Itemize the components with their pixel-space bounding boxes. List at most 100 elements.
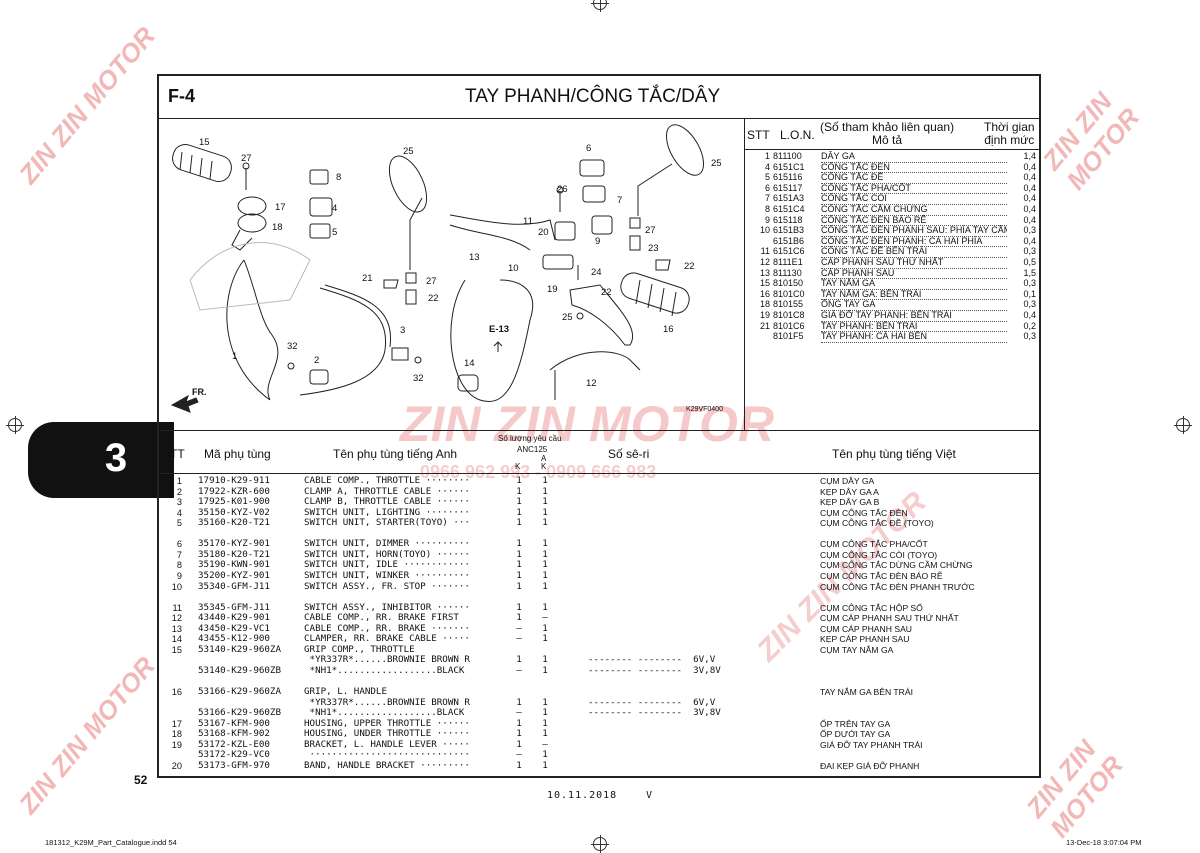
part-stt: 6 [176,539,182,550]
part-qty-k2: 1 [542,548,548,560]
part-number: 35340-GFM-J11 [198,580,270,592]
lon-code: 811130 [773,267,802,278]
part-qty-k2: 1 [542,517,548,529]
parts-header-divider [158,473,1040,474]
callout-31: 32 [287,341,298,352]
part-serial: -------- -------- 3V,8V [588,664,721,676]
lon-time: 0,4 [1023,182,1036,193]
parts-header-qty: Số lượng yêu cầu [498,434,562,443]
lon-code: 810150 [773,278,804,289]
callout-8: 8 [336,172,342,183]
fr-direction-label: FR. [192,387,207,397]
chapter-tab [28,422,174,498]
parts-header-serial: Số sê-ri [608,447,650,461]
part-name-en: CABLE COMP., RR. BRAKE FIRST [304,612,459,624]
lon-code: 8101C0 [773,288,805,299]
part-qty-k2: 1 [542,749,548,761]
part-number: 53140-K29-960ZA [198,643,281,655]
part-qty-k1: 1 [516,548,522,560]
part-name-en: SWITCH UNIT, STARTER(TOYO) ··· [304,517,470,529]
part-name-en: BRACKET, L. HANDLE LEVER ····· [304,738,470,750]
page-number: 52 [134,773,148,787]
part-qty-k2: 1 [542,654,548,666]
part-number: 53168-KFM-902 [198,728,270,740]
callout-18: 18 [272,222,283,233]
callout-1: 1 [232,351,238,362]
lon-stt: 10 [759,225,770,236]
part-name-en: *YR337R*......BROWNIE BROWN R [304,654,470,666]
part-qty-k2: 1 [542,622,548,634]
part-qty-k1: 1 [516,569,522,581]
lon-desc: TAY NẮM GA [821,278,1007,290]
part-stt: 15 [171,644,182,655]
callout-9: 9 [595,236,601,247]
part-name-en: BAND, HANDLE BRACKET ········· [304,759,470,771]
part-number: 53140-K29-960ZB [198,664,281,676]
callout-13: 13 [469,252,480,263]
part-name-en: CABLE COMP., RR. BRAKE ······· [304,622,470,634]
part-name-en: SWITCH UNIT, WINKER ·········· [304,569,470,581]
part-name-en: *NH1*..................BLACK [304,707,465,719]
part-name-en: CLAMP A, THROTTLE CABLE ······ [304,485,470,497]
lon-time: 0,4 [1023,193,1036,204]
parts-header-name-en: Tên phụ tùng tiếng Anh [333,447,458,461]
callout-20: 20 [538,227,549,238]
watermark-bottom-left: ZIN ZIN MOTOR [12,651,161,820]
parts-row: 53166-K29-960ZB *NH1*..................B… [160,707,1040,719]
parts-header-name-vi: Tên phụ tùng tiếng Việt [832,447,956,461]
lon-time: 0,2 [1023,320,1036,331]
callout-15: 15 [199,137,210,148]
lon-time: 0,1 [1023,288,1036,299]
lon-stt: 13 [759,267,770,278]
part-qty-k2: 1 [542,728,548,740]
watermark-center-phone: 0966 962 993 - 0909 666 983 [420,462,657,482]
callout-25: 25 [711,158,722,169]
part-qty-k2: 1 [542,696,548,708]
lon-stt: 7 [764,193,770,204]
part-qty-k2: 1 [542,633,548,645]
callout-26: 24 [591,267,602,278]
print-date: 10.11.2018 [547,790,618,801]
callout-27-right: 27 [645,225,656,236]
part-stt: 7 [176,549,182,560]
part-stt: 5 [176,518,182,529]
callout-19: 19 [547,284,558,295]
part-qty-k1: 1 [516,696,522,708]
part-stt: 19 [171,739,182,750]
parts-row: 53140-K29-960ZB *NH1*..................B… [160,664,1040,677]
callout-22-left: 21 [362,273,373,284]
callout-14: 14 [464,358,475,369]
callout-10: 10 [508,263,519,274]
lon-desc: ỐNG TAY GA [821,299,1007,311]
part-qty-k2: 1 [542,475,548,486]
lon-stt: 15 [759,278,770,289]
part-stt: 4 [176,507,182,518]
lon-desc: DÂY GA [821,151,1007,163]
part-number: 35345-GFM-J11 [198,601,270,613]
part-name-vi: ỐP DƯỚI TAY GA [820,729,891,740]
part-number: 17910-K29-911 [198,475,270,486]
part-qty-k1: – [516,633,522,645]
part-qty-k2: 1 [542,664,548,676]
part-stt: 8 [176,560,182,571]
part-name-vi: TAY NẮM GA BÊN TRÁI [820,687,913,697]
lon-header-stt: STT [747,128,770,142]
lon-desc: CÔNG TẮC ĐÈN [821,162,1007,174]
part-qty-k1: 1 [516,485,522,497]
watermark-top-left: ZIN ZIN MOTOR [12,21,161,190]
lon-header-lon: L.O.N. [780,128,815,142]
